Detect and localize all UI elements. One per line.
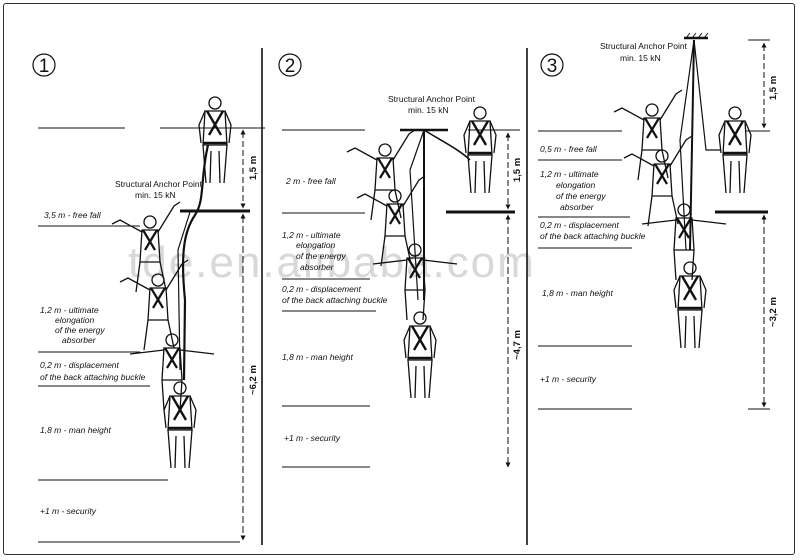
elongation-line: of the energy [296, 251, 346, 261]
panel-number-badge [278, 53, 302, 77]
elongation-line: absorber [62, 335, 97, 345]
suspended-worker [162, 380, 198, 470]
anchor-title: Structural Anchor Point [115, 179, 203, 189]
panel-number-badge [540, 53, 564, 77]
elongation-line: 1,2 m - ultimate [282, 230, 341, 240]
elongation-line: elongation [556, 180, 596, 190]
dim-total: ~3,2 m [768, 297, 779, 327]
man-height-label: 1,8 m - man height [542, 288, 614, 298]
elongation-line: 1,2 m - ultimate [40, 305, 99, 315]
panel-number: 2 [285, 56, 296, 77]
anchor-load: min. 15 kN [135, 190, 176, 200]
displacement-line: 0,2 m - displacement [40, 360, 120, 370]
dim-top: 1,5 m [512, 158, 523, 182]
lanyard [181, 144, 210, 381]
displacement-line: of the back attaching buckle [40, 372, 146, 382]
standing-worker [462, 105, 498, 195]
dim-total: ~6,2 m [248, 365, 259, 395]
elongation-line: elongation [296, 240, 336, 250]
man-height-label: 1,8 m - man height [40, 425, 112, 435]
falling-worker [345, 128, 417, 222]
falling-worker [612, 88, 684, 182]
displacement-line: of the back attaching buckle [282, 295, 388, 305]
elongation-line: 1,2 m - ultimate [540, 169, 599, 179]
free-fall-label: 2 m - free fall [285, 176, 337, 186]
security-label: +1 m - security [40, 506, 97, 516]
security-label: +1 m - security [284, 433, 341, 443]
anchor-title: Structural Anchor Point [600, 41, 688, 51]
panel-number: 1 [39, 56, 50, 77]
elongation-line: elongation [55, 315, 95, 325]
free-fall-label: 3,5 m - free fall [44, 210, 102, 220]
dim-total: ~4,7 m [512, 330, 523, 360]
displacement-line: 0,2 m - displacement [282, 284, 362, 294]
outer-frame [3, 3, 795, 555]
panel-3: 3 Structural Anchor Point min. 15 kN 0,5… [538, 32, 779, 410]
displacement-line: 0,2 m - displacement [540, 220, 620, 230]
suspended-worker [672, 260, 708, 350]
panel-1: 1 Structural Anchor Point min. 15 kN 3,5… [32, 53, 265, 543]
displacement-line: of the back attaching buckle [540, 231, 646, 241]
lanyard [689, 39, 695, 251]
dim-top: 1,5 m [248, 156, 259, 180]
panel-number-badge [32, 53, 56, 77]
security-label: +1 m - security [540, 374, 597, 384]
standing-worker [717, 105, 753, 195]
elongation-line: of the energy [55, 325, 105, 335]
panel-number: 3 [547, 56, 558, 77]
anchor-load: min. 15 kN [620, 53, 661, 63]
elongation-line: absorber [560, 202, 595, 212]
suspended-worker [402, 310, 438, 400]
elongation-line: absorber [300, 262, 335, 272]
dim-top: 1,5 m [768, 76, 779, 100]
free-fall-label: 0,5 m - free fall [540, 144, 598, 154]
man-height-label: 1,8 m - man height [282, 352, 354, 362]
elongation-line: of the energy [556, 191, 606, 201]
anchor-title: Structural Anchor Point [388, 94, 476, 104]
panel-2: 2 Structural Anchor Point min. 15 kN 2 m… [278, 53, 523, 468]
anchor-load: min. 15 kN [408, 105, 449, 115]
